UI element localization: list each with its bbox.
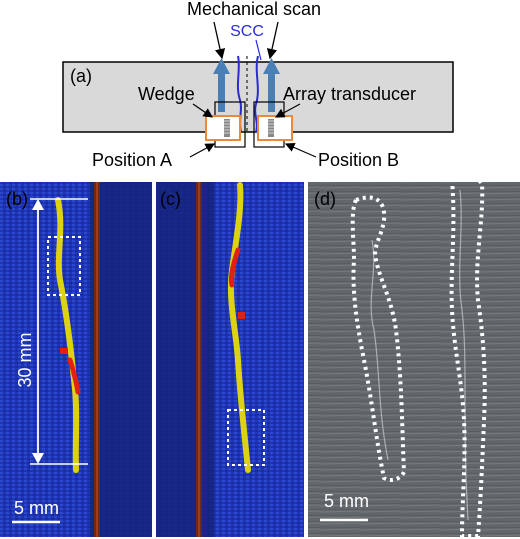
scc-crack-2 [254,55,259,133]
scan-pointer-left [213,21,226,60]
scc-label: SCC [230,23,264,40]
panel-b-indication [55,197,80,473]
panel-b-dotted-box [47,236,81,296]
wedge-right [257,115,293,141]
panel-b-dark-band [90,182,152,537]
dimension-arrowhead-top-icon [32,199,44,210]
dimension-label: 30 mm [15,332,35,387]
array-transducer-pointer [274,103,301,118]
scc-pointer [255,39,262,61]
panel-c: (c) [156,182,304,537]
panel-c-indication [227,182,251,473]
panel-a-label: (a) [70,66,92,86]
up-arrow-left-icon [213,58,230,112]
panel-d-scale-label: 5 mm [324,491,369,511]
panel-c-dotted-box [227,409,265,466]
panel-d-photo [308,182,520,537]
panel-b-scale-label: 5 mm [14,498,59,518]
wedge-left [205,115,241,141]
mechanical-scan-label: Mechanical scan [187,0,321,19]
panel-c-hotspot [238,312,245,319]
panel-b-indication-hot [67,357,81,395]
panel-c-backwall-line [198,182,200,537]
array-transducer-label: Array transducer [283,84,416,104]
position-b-pointer [284,142,317,158]
panel-d-shade [308,182,520,537]
position-b-label: Position B [318,150,399,170]
dimension-arrowhead-bottom-icon [32,453,44,464]
panel-c-dark-band [156,182,214,537]
panel-b-label: (b) [6,189,28,209]
panel-a: (a) Mechanical scan SCC [62,0,454,170]
up-arrow-right-icon [263,58,280,112]
wedge-label: Wedge [138,84,195,104]
scan-pointer-right [266,21,279,60]
panel-b-backwall-line [96,182,98,537]
position-a-label: Position A [92,150,172,170]
panel-d-crack-1 [370,239,389,461]
position-a-pointer [189,143,216,158]
panel-b-hotspot [60,348,68,354]
wedge-pointer [192,103,213,118]
panel-b: (b) 30 mm 5 mm [0,182,152,537]
panel-c-indication-hot [229,247,241,288]
panel-d-label: (d) [314,189,336,209]
panel-c-label: (c) [160,189,181,209]
panel-d: (d) 5 mm [308,175,520,538]
